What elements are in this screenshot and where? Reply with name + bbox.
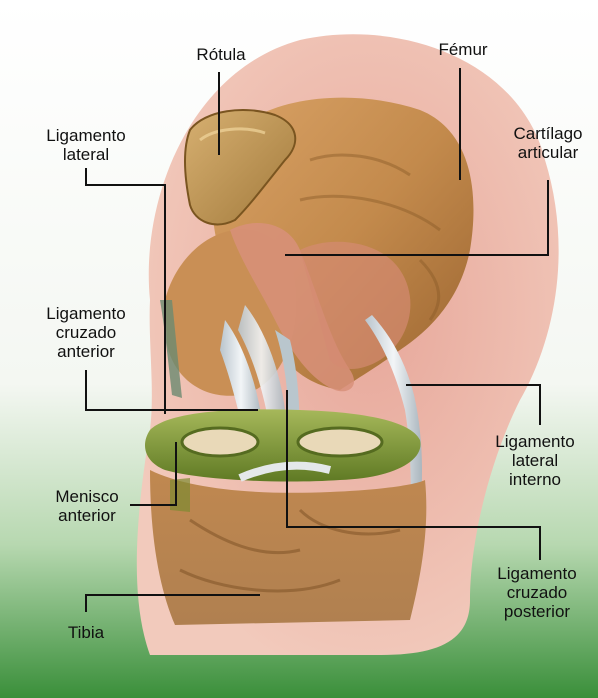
label-ligamento-cruzado-posterior-line-2: cruzado — [484, 583, 590, 602]
label-ligamento-lateral-interno-line-3: interno — [482, 470, 588, 489]
fibular-head-shadow — [170, 478, 190, 512]
label-ligamento-cruzado-anterior-line-3: anterior — [34, 342, 138, 361]
label-ligamento-lateral: Ligamento lateral — [34, 126, 138, 164]
label-cartilago-articular: Cartílago articular — [500, 124, 596, 162]
label-rotula-text: Rótula — [196, 45, 245, 64]
label-menisco-anterior: Menisco anterior — [40, 487, 134, 525]
label-ligamento-cruzado-anterior: Ligamento cruzado anterior — [34, 304, 138, 361]
label-ligamento-lateral-line-2: lateral — [34, 145, 138, 164]
label-ligamento-cruzado-posterior: Ligamento cruzado posterior — [484, 564, 590, 621]
label-ligamento-lateral-interno-line-1: Ligamento — [482, 432, 588, 451]
meniscus-lateral-hole — [182, 428, 258, 456]
label-tibia-text: Tibia — [68, 623, 104, 642]
label-ligamento-cruzado-anterior-line-2: cruzado — [34, 323, 138, 342]
label-cartilago-articular-line-1: Cartílago — [500, 124, 596, 143]
label-ligamento-cruzado-anterior-line-1: Ligamento — [34, 304, 138, 323]
label-ligamento-cruzado-posterior-line-3: posterior — [484, 602, 590, 621]
label-menisco-anterior-line-2: anterior — [40, 506, 134, 525]
label-ligamento-cruzado-posterior-line-1: Ligamento — [484, 564, 590, 583]
label-femur-text: Fémur — [438, 40, 487, 59]
label-tibia: Tibia — [58, 623, 114, 642]
label-ligamento-lateral-line-1: Ligamento — [34, 126, 138, 145]
meniscus-medial-hole — [298, 428, 382, 456]
label-rotula: Rótula — [190, 45, 252, 64]
label-ligamento-lateral-interno: Ligamento lateral interno — [482, 432, 588, 489]
label-ligamento-lateral-interno-line-2: lateral — [482, 451, 588, 470]
label-menisco-anterior-line-1: Menisco — [40, 487, 134, 506]
label-cartilago-articular-line-2: articular — [500, 143, 596, 162]
tibia-bone — [150, 470, 426, 625]
label-femur: Fémur — [432, 40, 494, 59]
